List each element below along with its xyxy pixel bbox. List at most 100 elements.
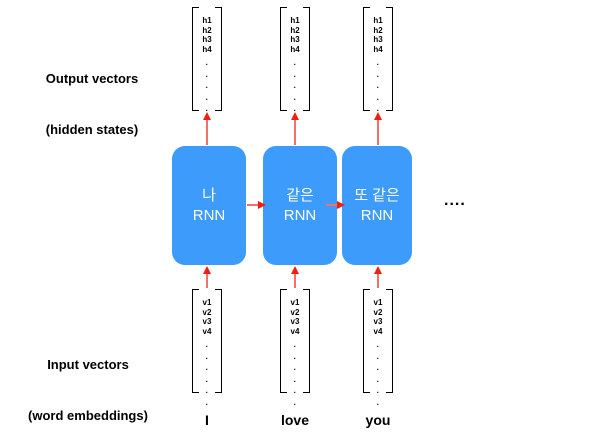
output-vector-3: h1 h2 h3 h4 · · · · · · [363, 6, 393, 127]
output-vectors-label: Output vectors (hidden states) [8, 36, 176, 172]
vector-dot: · [205, 60, 209, 69]
vector-entry: v2 [202, 307, 212, 317]
vector-entry: h1 [290, 16, 300, 25]
vector-dot: · [293, 342, 297, 351]
ellipsis-label: .... [444, 192, 466, 209]
input-vector-3-entries: v1 v2 v3 v4 [363, 298, 393, 336]
vector-entry: v2 [373, 307, 383, 317]
rnn-cell-1[interactable]: 나 RNN [172, 146, 246, 265]
rnn-cell-3-name: RNN [360, 206, 394, 224]
vector-bracket [363, 6, 393, 112]
vector-entry: v2 [290, 307, 300, 317]
vector-entry: h1 [373, 16, 383, 25]
vector-dot: · [205, 365, 209, 374]
vector-dot: · [205, 83, 209, 92]
vector-bracket [363, 288, 393, 394]
input-vector-1-entries: v1 v2 v3 v4 [192, 298, 222, 336]
vector-entry: h3 [202, 35, 212, 44]
input-vector-1: v1 v2 v3 v4 · · · · · · [192, 288, 222, 409]
input-vectors-label-line1: Input vectors [47, 357, 129, 372]
vector-dot: · [205, 342, 209, 351]
vector-dot: · [205, 106, 209, 115]
arrow-up-head-icon [374, 266, 382, 274]
vector-dot: · [376, 376, 380, 386]
vector-bracket [280, 288, 310, 394]
vector-dot: · [293, 60, 297, 69]
vector-dot: · [293, 71, 297, 81]
vector-dot: · [376, 83, 380, 92]
vector-dot: · [205, 353, 209, 363]
arrow-cell1-to-output1 [203, 112, 211, 145]
vector-entry: v4 [373, 326, 383, 336]
arrow-input2-to-cell2 [291, 266, 299, 289]
output-vectors-label-line2: (hidden states) [45, 122, 139, 137]
input-vector-1-dots: · · · · · · [192, 341, 222, 410]
vector-entry: v3 [202, 317, 212, 326]
input-vector-3: v1 v2 v3 v4 · · · · · · [363, 288, 393, 409]
vector-dot: · [293, 376, 297, 386]
vector-dot: · [293, 83, 297, 92]
arrow-right-head-icon [258, 201, 266, 209]
vector-dot: · [293, 365, 297, 374]
arrow-cell1-to-cell2 [247, 201, 266, 209]
rnn-cell-2-name: RNN [283, 206, 317, 224]
arrow-cell2-to-output2 [291, 112, 299, 145]
vector-dot: · [205, 399, 209, 409]
output-vector-2: h1 h2 h3 h4 · · · · · · [280, 6, 310, 127]
output-vectors-label-line1: Output vectors [45, 71, 139, 86]
vector-dot: · [205, 376, 209, 386]
input-vector-2-entries: v1 v2 v3 v4 [280, 298, 310, 336]
arrow-up-head-icon [203, 112, 211, 120]
rnn-cell-2-korean: 같은 [286, 186, 314, 204]
word-label-1: I [205, 412, 209, 428]
vector-bracket [192, 6, 222, 112]
vector-dot: · [376, 60, 380, 69]
vector-dot: · [293, 353, 297, 363]
vector-entry: h2 [202, 25, 212, 35]
rnn-cell-3[interactable]: 또 같은 RNN [342, 146, 412, 265]
vector-entry: h2 [373, 25, 383, 35]
vector-dot: · [205, 71, 209, 81]
vector-entry: v1 [373, 298, 383, 307]
rnn-cell-2[interactable]: 같은 RNN [263, 146, 337, 265]
input-vector-2-dots: · · · · · · [280, 341, 310, 410]
arrow-up-head-icon [203, 266, 211, 274]
vector-dot: · [205, 94, 209, 104]
arrow-up-head-icon [291, 112, 299, 120]
vector-bracket [280, 6, 310, 112]
vector-bracket [192, 288, 222, 394]
vector-dot: · [376, 106, 380, 115]
vector-dot: · [293, 106, 297, 115]
arrow-cell2-to-cell3 [326, 201, 345, 209]
rnn-cell-1-name: RNN [192, 206, 226, 224]
output-vector-1: h1 h2 h3 h4 · · · · · · [192, 6, 222, 127]
rnn-cell-1-korean: 나 [202, 186, 216, 204]
vector-entry: h1 [202, 16, 212, 25]
input-vectors-label: Input vectors (word embeddings) [0, 322, 176, 443]
input-vector-2: v1 v2 v3 v4 · · · · · · [280, 288, 310, 409]
vector-entry: v3 [373, 317, 383, 326]
arrow-input3-to-cell3 [374, 266, 382, 289]
vector-dot: · [376, 399, 380, 409]
vector-dot: · [293, 94, 297, 104]
output-vector-3-entries: h1 h2 h3 h4 [363, 16, 393, 54]
vector-entry: v1 [202, 298, 212, 307]
vector-entry: h4 [202, 44, 212, 54]
vector-entry: h4 [373, 44, 383, 54]
vector-entry: h3 [373, 35, 383, 44]
vector-dot: · [293, 399, 297, 409]
output-vector-1-entries: h1 h2 h3 h4 [192, 16, 222, 54]
arrow-right-head-icon [337, 201, 345, 209]
vector-dot: · [205, 388, 209, 397]
input-vector-3-dots: · · · · · · [363, 341, 393, 410]
vector-entry: v1 [290, 298, 300, 307]
word-label-2: love [280, 412, 309, 428]
arrow-up-head-icon [374, 112, 382, 120]
word-label-3: you [365, 412, 391, 428]
vector-dot: · [376, 365, 380, 374]
rnn-cell-3-korean: 또 같은 [354, 186, 400, 204]
vector-entry: v3 [290, 317, 300, 326]
vector-dot: · [376, 71, 380, 81]
arrow-input1-to-cell1 [203, 266, 211, 289]
